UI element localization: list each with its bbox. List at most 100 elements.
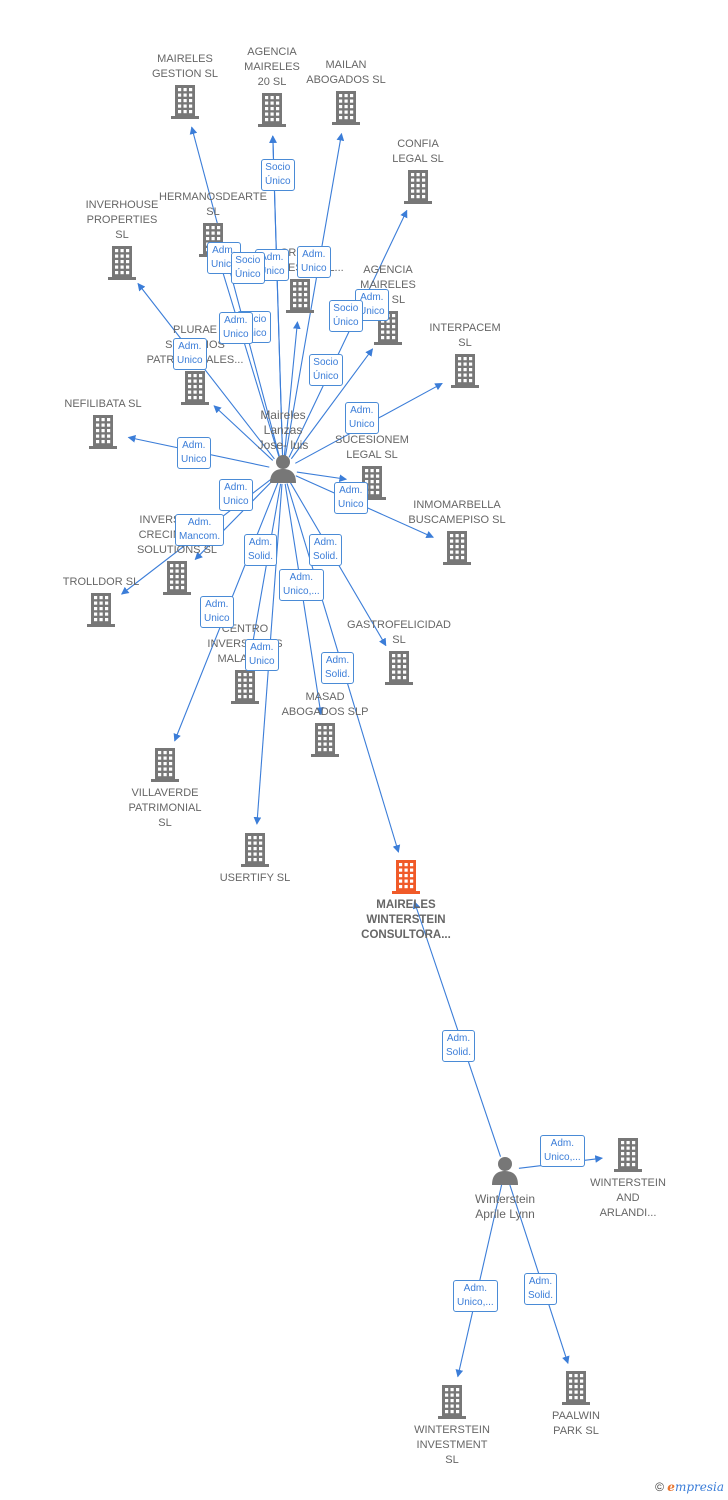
company-label: USERTIFY SL (219, 872, 291, 884)
edge-role-label[interactable]: Adm. Unico,... (279, 569, 324, 601)
brand-logo: empresia (667, 1480, 724, 1494)
edge-p1-c5 (218, 264, 280, 457)
edge-role-label[interactable]: Adm. Unico,... (453, 1280, 498, 1312)
company-node-c13[interactable]: INMOMARBELLA BUSCAMEPISO SL (402, 498, 512, 565)
building-icon (443, 531, 471, 565)
company-label: MAIRELES GESTION SL (151, 53, 219, 80)
building-icon (404, 170, 432, 204)
edge-role-label[interactable]: Socio Único (309, 354, 343, 386)
company-label: WINTERSTEIN AND ARLANDI... (590, 1177, 666, 1219)
company-label: AGENCIA MAIRELES 20 SL (244, 46, 300, 88)
edge-role-label[interactable]: Adm. Solid. (244, 534, 278, 566)
edge-p1-c3 (284, 132, 345, 457)
edge-role-label[interactable]: Adm. Solid. (321, 652, 355, 684)
edge-role-label[interactable]: Adm. Unico,... (540, 1135, 585, 1167)
person-node-p1[interactable]: Maireles Lanzas Jose- luis (228, 408, 338, 488)
edge-p1-c6 (137, 282, 275, 460)
person-label: Maireles Lanzas Jose- luis (257, 408, 309, 452)
edge-p1-c12 (296, 471, 348, 483)
edge-role-label[interactable]: Adm. Mancom. (175, 514, 225, 546)
company-label: PAALWIN PARK SL (552, 1410, 600, 1437)
building-icon (614, 1138, 642, 1172)
building-icon (562, 1371, 590, 1405)
building-icon (181, 371, 209, 405)
company-label: VILLAVERDE PATRIMONIAL SL (128, 787, 202, 829)
company-node-c23[interactable]: WINTERSTEIN INVESTMENT SL (397, 1385, 507, 1468)
edge-p1-c14 (194, 479, 274, 560)
person-label: Winterstein Aprile Lynn (474, 1192, 536, 1221)
edge-p2-c21 (412, 900, 502, 1157)
building-icon (241, 833, 269, 867)
company-label: HERMANOSDEARTE SL (159, 191, 267, 218)
company-node-c4[interactable]: CONFIA LEGAL SL (363, 137, 473, 204)
person-node-p2[interactable]: Winterstein Aprile Lynn (450, 1155, 560, 1222)
company-label: GASTROFELICIDAD SL (347, 619, 451, 646)
edge-p1-c8 (290, 348, 373, 460)
company-node-c6[interactable]: INVERHOUSE PROPERTIES SL (67, 198, 177, 280)
company-label: MAIRELES WINTERSTEIN CONSULTORA... (361, 899, 451, 941)
edge-p1-c10 (213, 405, 274, 461)
company-node-c1[interactable]: MAIRELES GESTION SL (130, 52, 240, 119)
building-icon (451, 354, 479, 388)
company-node-c24[interactable]: PAALWIN PARK SL (521, 1371, 631, 1439)
edge-role-label[interactable]: Adm. Unico (345, 402, 379, 434)
company-node-c9[interactable]: INTERPACEM SL (410, 321, 520, 388)
edge-role-label[interactable]: Adm. Unico (334, 482, 368, 514)
building-icon (171, 85, 199, 119)
building-icon (163, 561, 191, 595)
company-node-c18[interactable]: MASAD ABOGADOS SLP (270, 690, 380, 757)
edge-role-label[interactable]: Adm. Unico (245, 639, 279, 671)
edge-role-label[interactable]: Adm. Unico (219, 312, 253, 344)
company-label: INTERPACEM SL (429, 322, 501, 349)
person-icon (492, 1157, 518, 1185)
edge-p1-c1 (189, 126, 280, 457)
company-node-c20[interactable]: USERTIFY SL (200, 833, 310, 886)
edge-role-label[interactable]: Adm. Unico (173, 338, 207, 370)
building-icon (286, 279, 314, 313)
building-icon (89, 415, 117, 449)
building-icon (151, 748, 179, 782)
edge-role-label[interactable]: Socio Único (329, 300, 363, 332)
edge-role-label[interactable]: Socio Único (231, 252, 265, 284)
footer-credit[interactable]: © empresia (655, 1480, 724, 1494)
edge-p1-c7 (283, 321, 301, 457)
edge-role-label[interactable]: Adm. Unico (297, 246, 331, 278)
edge-p1-c4 (288, 209, 408, 458)
building-icon (87, 593, 115, 627)
company-node-c22[interactable]: WINTERSTEIN AND ARLANDI... (573, 1138, 683, 1221)
company-node-c19[interactable]: VILLAVERDE PATRIMONIAL SL (110, 748, 220, 831)
building-icon (311, 723, 339, 757)
company-label: INVERHOUSE PROPERTIES SL (85, 199, 159, 241)
edge-role-label[interactable]: Adm. Solid. (309, 534, 343, 566)
building-icon (258, 93, 286, 127)
edge-role-label[interactable]: Socio Único (261, 159, 295, 191)
building-icon (231, 670, 259, 704)
edge-role-label[interactable]: Adm. Unico (177, 437, 211, 469)
company-label: NEFILIBATA SL (64, 398, 142, 410)
company-label: CONFIA LEGAL SL (392, 138, 444, 165)
company-node-c16[interactable]: GASTROFELICIDAD SL (344, 618, 454, 685)
company-label: TROLLDOR SL (62, 576, 140, 588)
edge-role-label[interactable]: Adm. Unico (200, 596, 234, 628)
edge-role-label[interactable]: Adm. Solid. (524, 1273, 558, 1305)
edge-p1-c17 (246, 483, 282, 663)
company-node-c11[interactable]: NEFILIBATA SL (48, 397, 158, 449)
company-label: WINTERSTEIN INVESTMENT SL (414, 1424, 490, 1466)
edge-role-label[interactable]: Adm. Solid. (442, 1030, 476, 1062)
building-icon (392, 860, 420, 894)
company-node-c2[interactable]: AGENCIA MAIRELES 20 SL (217, 45, 327, 127)
company-label: MASAD ABOGADOS SLP (281, 691, 369, 718)
building-icon (108, 246, 136, 280)
company-label: INMOMARBELLA BUSCAMEPISO SL (408, 499, 506, 526)
building-icon (332, 91, 360, 125)
copyright-symbol: © (655, 1480, 664, 1494)
company-label: SUCESIONEM LEGAL SL (335, 434, 409, 461)
company-node-c3[interactable]: MAILAN ABOGADOS SL (291, 58, 401, 125)
company-label: MAILAN ABOGADOS SL (306, 59, 386, 86)
edge-role-label[interactable]: Adm. Unico (219, 479, 253, 511)
building-icon (438, 1385, 466, 1419)
person-icon (270, 455, 296, 483)
building-icon (385, 651, 413, 685)
company-node-c21[interactable]: MAIRELES WINTERSTEIN CONSULTORA... (351, 860, 461, 943)
company-node-c15[interactable]: TROLLDOR SL (46, 575, 156, 627)
